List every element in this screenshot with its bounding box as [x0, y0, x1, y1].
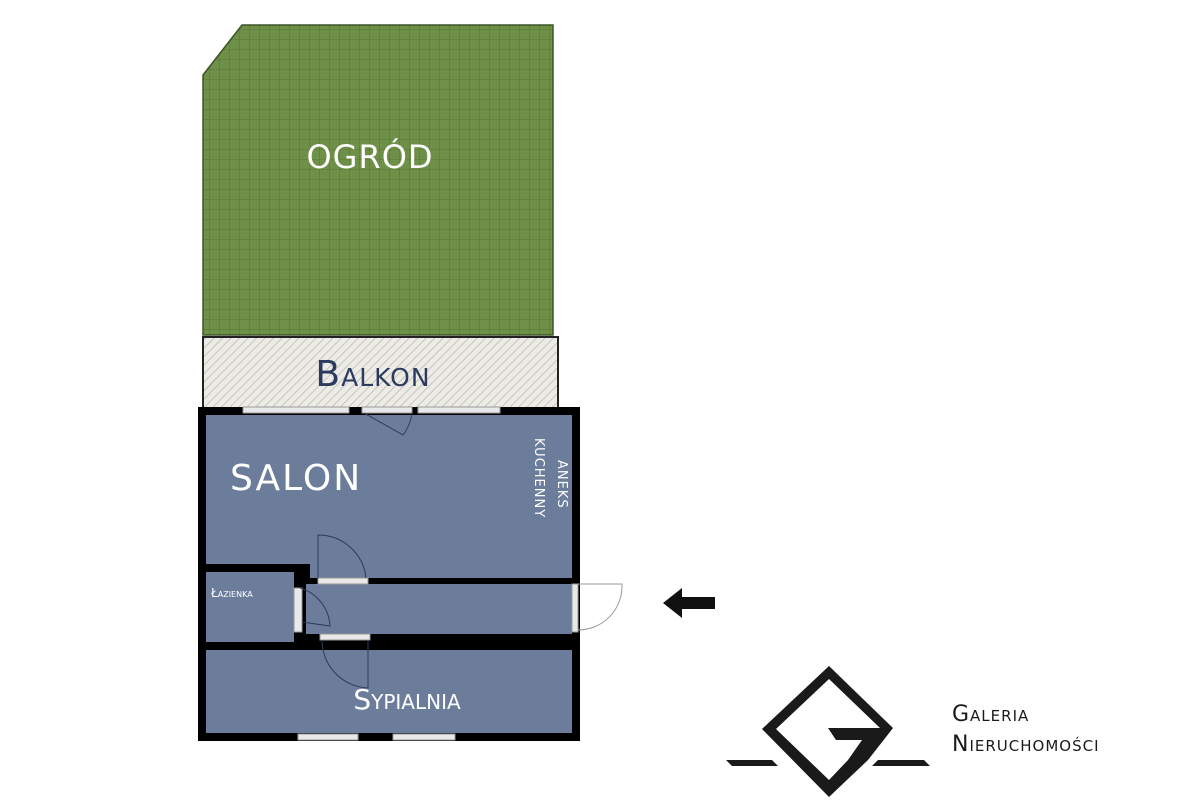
- door-swing: [321, 639, 369, 689]
- living-room-label: SALON: [230, 458, 362, 499]
- entrance-door: [571, 583, 579, 633]
- bedroom-door: [319, 633, 371, 641]
- corridor: [306, 584, 572, 636]
- garden-label: OGRÓD: [306, 137, 433, 176]
- door-swing: [577, 583, 623, 631]
- wall: [198, 564, 310, 572]
- bathroom: [206, 572, 294, 643]
- garden-area: [202, 24, 554, 336]
- bathroom-door: [293, 587, 303, 633]
- kitchenette-label-line2: KUCHENNY: [531, 438, 546, 518]
- wall: [302, 578, 572, 584]
- brand-line2: Nieruchomości: [952, 732, 1100, 757]
- bedroom-label: Sypialnia: [353, 683, 461, 716]
- galeria-logo-icon: [726, 666, 930, 797]
- brand-line1: Galeria: [952, 702, 1030, 727]
- living-room: [206, 415, 572, 578]
- wall: [206, 642, 572, 650]
- window: [392, 733, 456, 741]
- living-room-door: [317, 577, 369, 585]
- bathroom-label: Łazienka: [210, 586, 253, 600]
- bedroom: [206, 650, 572, 733]
- window: [417, 406, 501, 414]
- balcony-door: [361, 406, 413, 414]
- window: [297, 733, 359, 741]
- door-swing: [317, 534, 367, 579]
- door-swing: [299, 587, 331, 627]
- door-swing: [363, 412, 413, 436]
- brand-name: Galeria Nieruchomości: [952, 700, 1100, 760]
- entrance-arrow-icon: [663, 588, 715, 618]
- wall: [302, 564, 310, 584]
- balcony-area: [202, 336, 559, 409]
- kitchenette-label-line1: ANEKS: [554, 460, 569, 509]
- window: [242, 406, 350, 414]
- balcony-label: Balkon: [315, 354, 430, 395]
- wall: [302, 634, 572, 642]
